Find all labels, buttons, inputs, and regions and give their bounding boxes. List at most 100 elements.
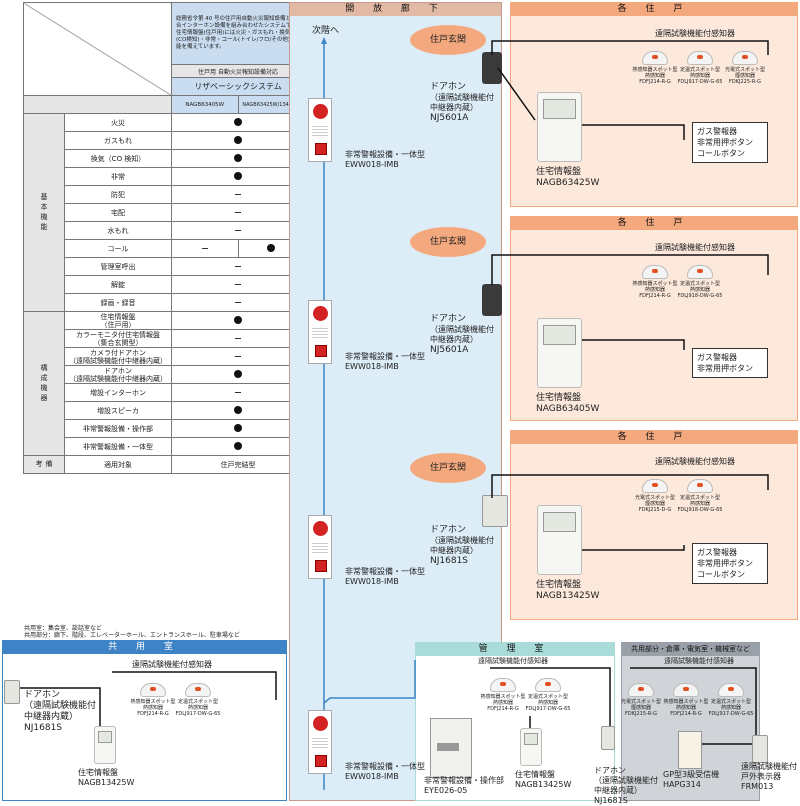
detector-icon: [718, 683, 744, 697]
legend-note-1: 共用室：集会室、談話室など: [24, 625, 103, 632]
doorphone-line: 中継器内蔵）: [430, 546, 478, 555]
function-item: 非常用押ボタン: [697, 364, 753, 373]
unit3-func-link: [582, 545, 685, 551]
info-panel-screen: [543, 99, 576, 119]
info-panel-screen: [543, 512, 576, 532]
push-button-icon: [315, 560, 327, 572]
detector-label-line: 定温式スポット型: [527, 694, 568, 700]
doorphone-line: 中継器内蔵）: [430, 103, 478, 112]
detector-icon: [628, 683, 654, 697]
doorphone-device: [482, 495, 508, 527]
table-row: 非常: [24, 167, 305, 186]
bell-icon: [313, 716, 328, 731]
filled-dot-icon: [234, 405, 242, 414]
header-sub: 住戸用 自動火災報知設備対応: [171, 64, 305, 78]
speaker-grill: [312, 736, 328, 750]
detector-label-line: 熱感知器: [537, 700, 558, 706]
table-row: カラーモニタ付住宅情報盤 （集合玄関型）: [24, 329, 305, 348]
area-bus: [630, 667, 757, 740]
info-panel-line: 住宅情報盤: [536, 580, 582, 590]
filled-dot-icon: [234, 153, 242, 162]
dash-icon: [235, 212, 241, 213]
alarm-model-line: EWW018-IMB: [345, 577, 399, 586]
detector-label-line: FDKJ215-D-G: [638, 507, 672, 513]
entrance-label: 住戸玄関: [410, 453, 486, 483]
mgmt-info-panel: [520, 728, 542, 766]
detector-label-line: 定温式スポット型: [679, 67, 720, 73]
unit1-bus: [491, 40, 769, 55]
info-panel: [537, 318, 582, 388]
detector-label-line: 熱感知器スポット型: [130, 699, 176, 705]
doorphone-line: ドアホン: [430, 525, 467, 535]
detector-label-line: FDLJ918-DW-G-65: [677, 507, 723, 513]
detector-label-line: 熱感知器: [644, 73, 665, 79]
unit-title: 各 住 戸: [511, 431, 797, 444]
detector-label-line: FDLJ917-DW-G-65: [175, 711, 221, 717]
entrance-label: 住戸玄関: [410, 227, 486, 257]
mgmt-doorphone-label: ドアホン（遠隔試験機能付中継器内蔵）NJ1681S: [594, 766, 658, 805]
doorphone-line: NJ1681S: [430, 556, 469, 566]
detector-icon: [687, 51, 713, 65]
filled-dot-icon: [234, 117, 242, 126]
common-room-doorphone-device: [4, 680, 20, 704]
detector-label-line: 熱感知器: [689, 73, 710, 79]
info-panel-line: NAGB63405W: [536, 404, 600, 414]
bell-icon: [313, 521, 328, 536]
push-button-icon: [315, 143, 327, 155]
table-row: 増設スピーカ: [24, 401, 305, 420]
speaker-grill: [312, 124, 328, 138]
filled-dot-icon: [234, 423, 242, 432]
detector-title: 遠隔試験機能付感知器: [655, 29, 735, 38]
doorphone-line: （遠隔試験機能付: [430, 93, 494, 102]
detector-label-line: 定温式スポット型: [679, 281, 720, 287]
detector-title: 遠隔試験機能付感知器: [655, 457, 735, 466]
note-label: 適用対象: [64, 455, 172, 474]
detector-label-line: 光電式スポット型: [634, 495, 675, 501]
riser-to-mgmt: [323, 660, 416, 704]
detector-label-line: FDLJ917-DW-G-65: [677, 79, 723, 85]
push-button-icon: [315, 755, 327, 767]
info-panel-screen: [543, 325, 576, 345]
detector-label-line: 熱感知器スポット型: [480, 694, 526, 700]
unit-title: 各 住 戸: [511, 3, 797, 16]
doorphone-line: NJ5601A: [430, 345, 469, 355]
unit2-func-link: [582, 339, 685, 350]
function-box: ガス警報器非常用押ボタンコールボタン: [692, 122, 768, 163]
alarm-device: [308, 300, 332, 364]
function-item: コールボタン: [697, 149, 745, 158]
detector-label-line: 熱感知器スポット型: [663, 699, 709, 705]
unit1-func-link: [582, 124, 685, 140]
common-room-doorphone-label: ドアホン （遠隔試験機能付 中継器内蔵） NJ1681S: [24, 690, 97, 733]
table-row: 備考適用対象住戸完結型: [23, 455, 305, 474]
area-detector-title: 遠隔試験機能付感知器: [664, 657, 734, 665]
detector-label-line: FDLJ918-DW-G-65: [677, 293, 723, 299]
dash-icon: [235, 284, 241, 285]
detector-icon: [642, 265, 668, 279]
receiver-device: [678, 731, 702, 769]
detector-icon: [140, 683, 166, 697]
next-floor-label: 次階へ: [312, 26, 340, 36]
function-item: 非常用押ボタン: [697, 138, 753, 147]
detector-icon: [687, 265, 713, 279]
doorphone-label: ドアホン（遠隔試験機能付中継器内蔵）NJ5601A: [430, 314, 494, 356]
info-panel-line: 住宅情報盤: [536, 167, 582, 177]
common-room-det-bus: [112, 671, 277, 700]
doorphone-line: （遠隔試験機能付: [430, 325, 494, 334]
info-panel-line: NAGB13425W: [536, 591, 600, 601]
detector-icon: [642, 51, 668, 65]
detector-icon: [732, 51, 758, 65]
alarm-model-line: EWW018-IMB: [345, 160, 399, 169]
common-room-title: 共 用 室: [3, 641, 286, 654]
table-corner: [23, 2, 172, 96]
outdoor-display-device: [752, 735, 768, 763]
dash-icon: [235, 230, 241, 231]
detector-title: 遠隔試験機能付感知器: [655, 243, 735, 252]
